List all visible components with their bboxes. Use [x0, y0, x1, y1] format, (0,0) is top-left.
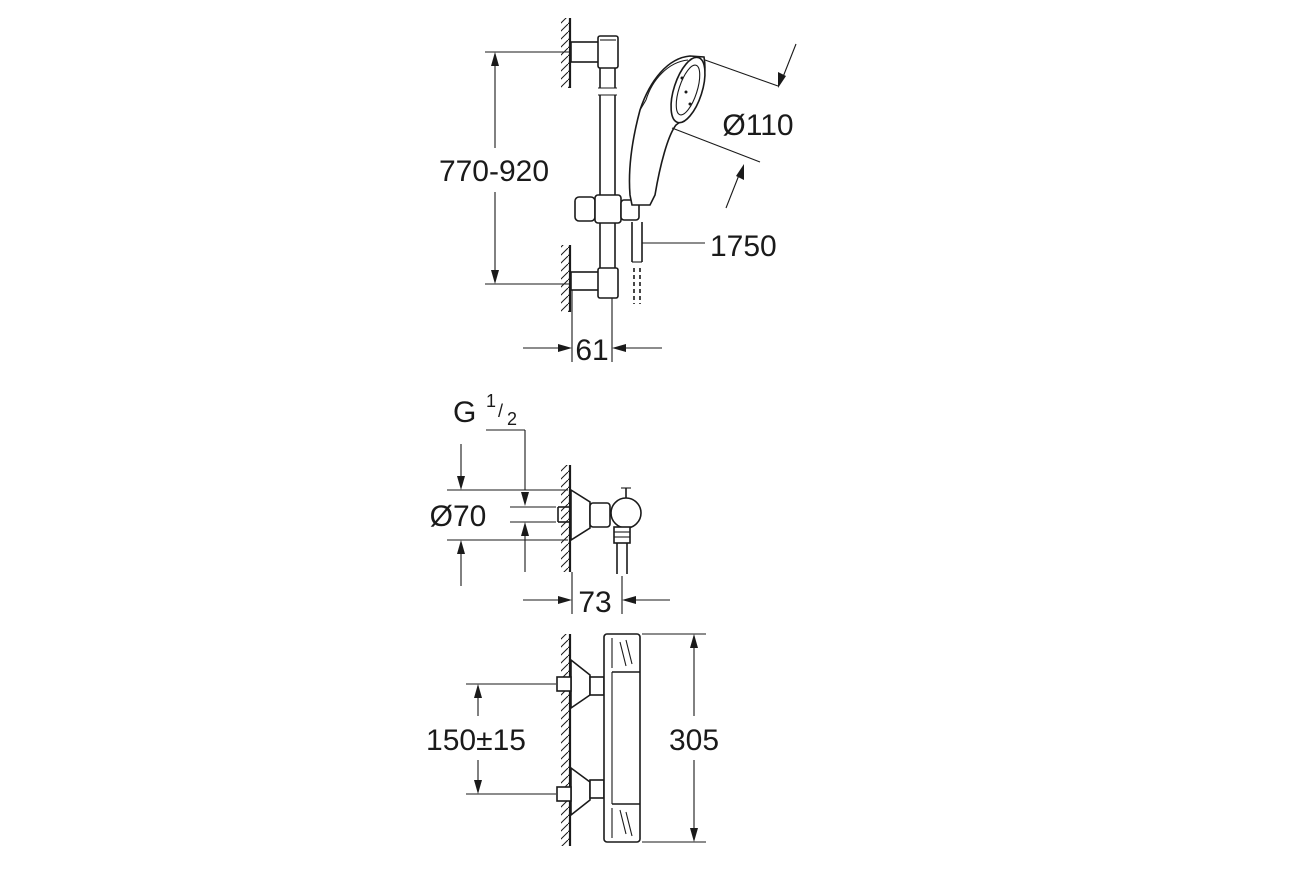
- valve-body-side: [589, 487, 642, 574]
- wall-upper: [561, 18, 572, 88]
- wall-middle: [561, 465, 572, 572]
- rail-height-label: 770-920: [439, 155, 549, 188]
- dim-valve-projection: 73: [523, 572, 670, 619]
- dim-escutcheon-diameter: Ø70: [430, 444, 568, 586]
- valve-side-view: G 1 / 2 Ø70: [430, 391, 670, 619]
- valve-escutcheon: [557, 488, 591, 542]
- thread-main-label: G: [453, 396, 476, 429]
- rail-slider: [574, 194, 640, 224]
- thermostat-body: [603, 633, 641, 843]
- rail-upper-bracket: [570, 35, 619, 69]
- valve-projection-label: 73: [578, 586, 611, 619]
- rail-projection-label: 61: [575, 334, 608, 367]
- lower-inlet: [556, 766, 605, 817]
- shower-rail-view: 770-920 Ø110 1750 61: [439, 18, 797, 367]
- wall-bottom: [561, 634, 572, 846]
- shower-hose: [631, 222, 643, 304]
- valve-front-view: 150±15 305: [426, 633, 719, 846]
- wall-lower: [561, 245, 572, 312]
- thread-denominator: 2: [507, 409, 517, 429]
- hand-shower-icon: [628, 55, 706, 206]
- dim-thread: G 1 / 2: [453, 391, 529, 572]
- thread-slash: /: [498, 401, 503, 421]
- inlet-spacing-label: 150±15: [426, 724, 526, 757]
- dim-inlet-spacing: 150±15: [426, 683, 556, 795]
- rail-lower-bracket: [570, 267, 619, 299]
- valve-height-label: 305: [669, 724, 719, 757]
- dim-rail-height: 770-920: [439, 51, 570, 285]
- dim-valve-height: 305: [642, 633, 719, 843]
- head-diameter-label: Ø110: [722, 109, 793, 142]
- dim-hose-length: 1750: [642, 230, 777, 263]
- upper-inlet: [556, 658, 605, 710]
- dim-head-diameter: Ø110: [671, 43, 797, 209]
- hose-length-label: 1750: [710, 230, 777, 263]
- thread-numerator: 1: [486, 391, 496, 411]
- dim-rail-projection: 61: [523, 290, 662, 367]
- rail-pipe: [598, 68, 617, 272]
- escutcheon-diameter-label: Ø70: [430, 500, 487, 533]
